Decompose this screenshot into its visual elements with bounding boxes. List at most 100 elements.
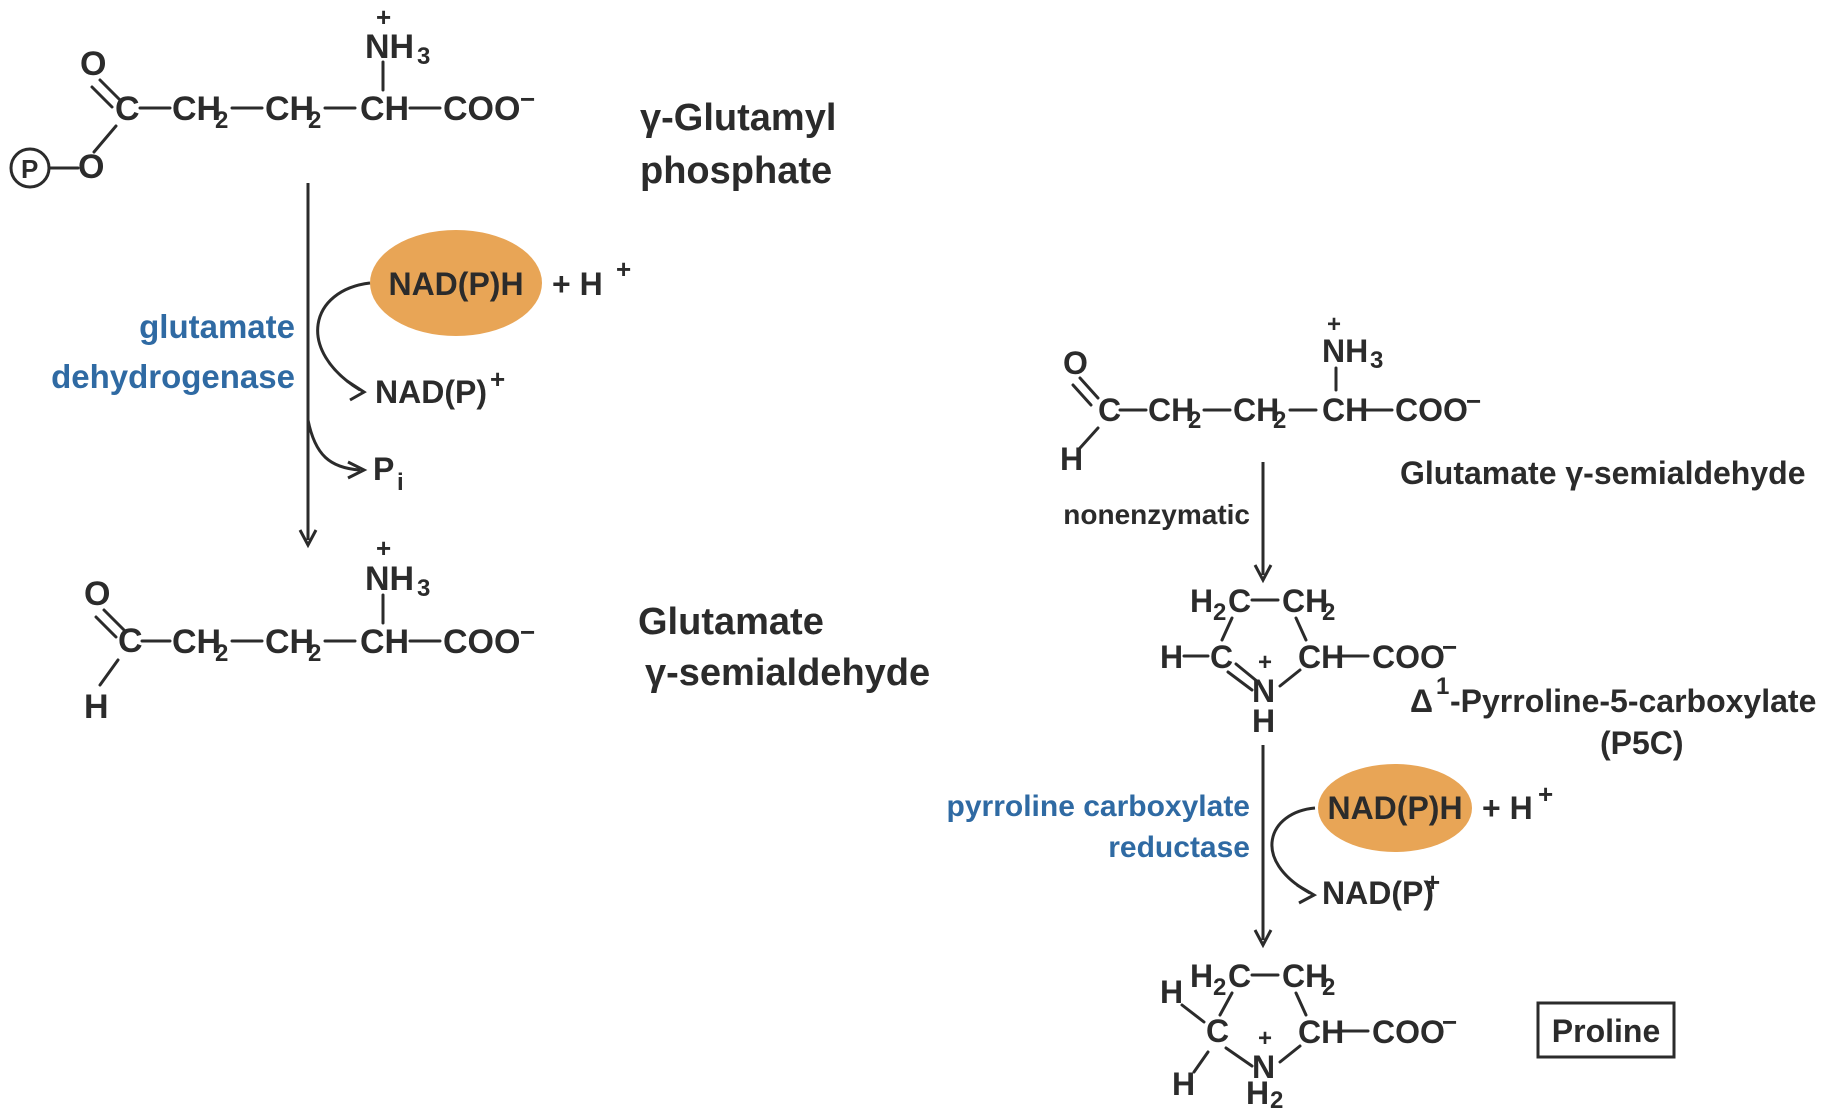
product-label-proline: Proline — [1552, 1013, 1660, 1049]
svg-text:CH: CH — [1282, 583, 1328, 619]
atom-c-carbonyl: C — [115, 90, 140, 128]
svg-text:CH: CH — [172, 623, 221, 661]
cofactor-nadph: NAD(P)H — [388, 266, 523, 302]
svg-text:O: O — [84, 575, 110, 613]
structure-glutamate-semialdehyde-right: + NH 3 O C H CH 2 CH 2 CH COO − — [1060, 311, 1481, 477]
svg-text:2: 2 — [1270, 1087, 1283, 1108]
structure-p5c: H 2 C CH 2 H C + N H CH COO − — [1160, 583, 1457, 739]
plus-h: + H — [552, 266, 603, 302]
svg-text:CH: CH — [1322, 392, 1368, 428]
svg-text:2: 2 — [1213, 599, 1226, 626]
svg-text:NH: NH — [365, 560, 414, 598]
svg-text:C: C — [1098, 392, 1121, 428]
cofactor-oval — [370, 230, 542, 336]
cofactor-oval-2 — [1318, 764, 1472, 852]
svg-text:CH: CH — [1298, 1014, 1344, 1050]
svg-text:H: H — [84, 688, 109, 726]
compound-name-semialdehyde: Glutamate γ-semialdehyde — [1400, 455, 1805, 491]
svg-text:+: + — [1327, 311, 1341, 338]
svg-text:2: 2 — [215, 107, 228, 134]
svg-text:−: − — [1442, 1007, 1457, 1037]
svg-text:2: 2 — [308, 107, 321, 134]
svg-text:COO: COO — [1372, 639, 1445, 675]
cofactor-curve-arrow-2 — [1270, 806, 1316, 895]
svg-text:N: N — [1252, 1049, 1275, 1085]
svg-text:H: H — [1160, 639, 1183, 675]
svg-text:+: + — [1258, 649, 1272, 676]
svg-text:N: N — [1252, 673, 1275, 709]
enzyme-label-line1: glutamate — [139, 308, 295, 345]
svg-text:H: H — [1246, 1075, 1269, 1108]
svg-text:CH: CH — [1298, 639, 1344, 675]
step-label-nonenzymatic: nonenzymatic — [1063, 499, 1250, 530]
svg-text:CH: CH — [1233, 392, 1279, 428]
cofactor-nadph-2: NAD(P)H — [1327, 790, 1462, 826]
svg-text:3: 3 — [417, 43, 430, 70]
cofactor-curve-arrow — [316, 281, 371, 392]
structure-glutamyl-phosphate: O C O P CH 2 CH 2 CH + NH 3 COO − — [9, 2, 535, 189]
svg-text:CH: CH — [265, 623, 314, 661]
structure-proline: H 2 C CH 2 H C H + N H 2 CH COO − — [1160, 958, 1457, 1108]
svg-text:3: 3 — [417, 575, 430, 602]
svg-text:C: C — [1228, 583, 1251, 619]
p5c-delta: Δ — [1410, 683, 1433, 719]
group-nh3: NH — [365, 28, 414, 66]
svg-text:H: H — [1060, 441, 1083, 477]
phosphoryl-circle — [9, 147, 51, 189]
cofactor-nadp: NAD(P) — [375, 374, 487, 410]
svg-text:+: + — [1258, 1025, 1272, 1052]
svg-text:+: + — [1538, 779, 1553, 809]
svg-text:2: 2 — [1213, 974, 1226, 1001]
group-ch: CH — [360, 90, 409, 128]
svg-text:2: 2 — [1322, 599, 1335, 626]
group-ch2-b: CH — [265, 90, 314, 128]
svg-text:COO: COO — [443, 623, 520, 661]
svg-text:+: + — [490, 364, 505, 394]
svg-text:CH: CH — [1282, 958, 1328, 994]
p5c-superscript: 1 — [1436, 673, 1449, 700]
svg-text:CH: CH — [360, 623, 409, 661]
atom-p: P — [21, 154, 38, 184]
svg-text:H: H — [1190, 958, 1213, 994]
cofactor-nadp-2: NAD(P) — [1322, 875, 1434, 911]
svg-text:2: 2 — [1273, 407, 1286, 434]
group-ch2-a: CH — [172, 90, 221, 128]
charge-plus: + — [376, 2, 391, 32]
inorganic-phosphate: P — [373, 451, 394, 487]
svg-text:+: + — [616, 254, 631, 284]
atom-o-carbonyl: O — [80, 45, 106, 83]
product-name-line2: γ-semialdehyde — [645, 652, 930, 694]
p5c-abbrev: (P5C) — [1600, 725, 1684, 761]
svg-text:i: i — [397, 469, 404, 496]
svg-text:3: 3 — [1370, 347, 1383, 374]
compound-name-line2: phosphate — [640, 150, 832, 192]
svg-text:2: 2 — [215, 640, 228, 667]
svg-text:2: 2 — [1322, 974, 1335, 1001]
svg-text:C: C — [118, 622, 143, 660]
svg-text:O: O — [1063, 345, 1088, 381]
structure-glutamate-semialdehyde-left: O C H CH 2 CH 2 CH + NH 3 COO − — [84, 533, 535, 726]
atom-o-ester: O — [78, 148, 104, 186]
p5c-name: -Pyrroline-5-carboxylate — [1450, 683, 1816, 719]
group-coo: COO — [443, 90, 520, 128]
svg-text:−: − — [1442, 632, 1457, 662]
svg-text:H: H — [1190, 583, 1213, 619]
svg-text:−: − — [520, 617, 535, 647]
pi-curve-arrow — [306, 419, 361, 472]
svg-text:+: + — [376, 533, 391, 563]
product-box — [1536, 1001, 1676, 1059]
svg-text:COO: COO — [1395, 392, 1468, 428]
enzyme-label-line2: dehydrogenase — [51, 358, 295, 395]
svg-text:+: + — [1425, 867, 1440, 897]
svg-text:C: C — [1210, 639, 1233, 675]
svg-text:CH: CH — [1148, 392, 1194, 428]
enzyme-label2-line1: pyrroline carboxylate — [947, 790, 1250, 823]
svg-text:NH: NH — [1322, 333, 1368, 369]
compound-name-line1: γ-Glutamyl — [640, 97, 836, 139]
svg-text:−: − — [1466, 386, 1481, 416]
svg-text:H: H — [1160, 974, 1183, 1010]
svg-text:H: H — [1252, 703, 1275, 739]
charge-minus: − — [520, 84, 535, 114]
